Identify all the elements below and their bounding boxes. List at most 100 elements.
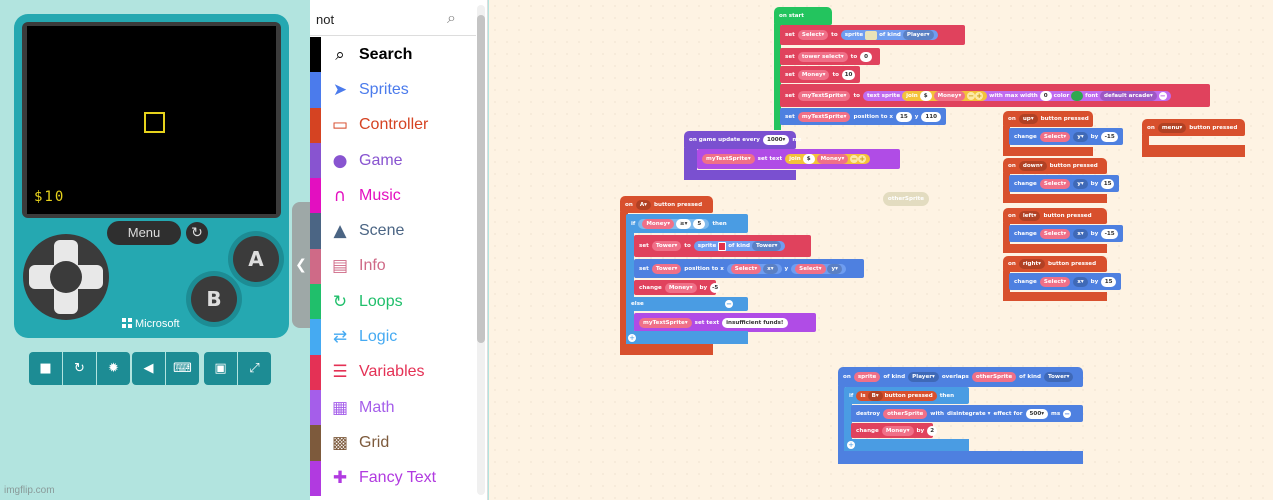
sprite-param[interactable]: sprite	[853, 372, 881, 382]
othersprite-reporter[interactable]: otherSprite	[883, 408, 928, 419]
on-left-pressed-block[interactable]: on left button pressed	[1003, 208, 1107, 224]
dpad[interactable]	[23, 234, 109, 320]
number-input[interactable]: 15	[1101, 178, 1114, 189]
on-down-pressed-block[interactable]: on down button pressed	[1003, 158, 1107, 174]
minus-icon[interactable]: −	[1158, 91, 1167, 100]
set-text-sprite-block[interactable]: set myTextSprite to text sprite join $ M…	[780, 84, 1210, 107]
compare-reporter[interactable]: Money ≥ 5	[638, 218, 710, 229]
font-dropdown[interactable]: default arcade	[1100, 90, 1157, 101]
var-dropdown[interactable]: myTextSprite	[639, 317, 692, 328]
prop-dropdown[interactable]: y	[1073, 178, 1088, 189]
button-dropdown[interactable]: right	[1018, 259, 1045, 269]
minus-icon[interactable]: −	[725, 300, 733, 308]
var-dropdown[interactable]: myTextSprite	[702, 154, 755, 164]
number-input[interactable]: 0	[1039, 90, 1052, 101]
category-logic[interactable]: ⇄Logic	[310, 319, 476, 355]
on-right-pressed-block[interactable]: on right button pressed	[1003, 256, 1107, 272]
button-dropdown[interactable]: menu	[1157, 122, 1187, 133]
collapse-simulator-handle[interactable]: ❮	[292, 202, 310, 328]
b-button[interactable]: B	[186, 271, 242, 327]
plus-icon[interactable]: +	[975, 91, 984, 100]
operator-dropdown[interactable]: ≥	[675, 218, 692, 229]
change-select-x-block[interactable]: change Select x by -15	[1009, 225, 1123, 242]
category-loops[interactable]: ↻Loops	[310, 284, 476, 320]
var-dropdown[interactable]: Tower	[651, 263, 682, 274]
is-pressed-reporter[interactable]: is B button pressed	[856, 390, 937, 401]
set-tower-select-block[interactable]: set tower select to 0	[780, 48, 880, 65]
toolbox-scrollbar[interactable]	[477, 5, 485, 495]
change-money-block[interactable]: change Money by 2	[851, 423, 938, 438]
category-music[interactable]: ∩Music	[310, 178, 476, 214]
othersprite-param[interactable]: otherSprite	[971, 372, 1017, 382]
button-dropdown[interactable]: up	[1018, 114, 1038, 124]
select-reporter[interactable]: Select	[795, 263, 826, 274]
set-tower-sprite-block[interactable]: set Tower to sprite of kind Tower	[634, 235, 811, 257]
kind-dropdown[interactable]: Player	[908, 372, 939, 382]
number-input[interactable]: 0	[860, 51, 873, 62]
image-swatch[interactable]	[718, 241, 727, 251]
set-position-block[interactable]: set myTextSprite position to x 15 y 110	[780, 108, 946, 125]
money-reporter[interactable]: Money	[816, 154, 849, 164]
blocks-workspace[interactable]: on start set Select to sprite of kind Pl…	[489, 0, 1273, 500]
var-dropdown[interactable]: Money	[881, 425, 914, 436]
text-sprite-reporter[interactable]: text sprite join $ Money −+ with max wid…	[862, 90, 1171, 101]
scrollbar-thumb[interactable]	[477, 15, 485, 343]
plus-icon[interactable]: +	[847, 441, 855, 449]
prop-dropdown[interactable]: x	[1073, 276, 1088, 287]
category-game[interactable]: ●Game	[310, 142, 476, 179]
join-reporter[interactable]: join $ Money −+	[902, 90, 988, 101]
prop-dropdown[interactable]: y	[827, 263, 842, 274]
debug-icon[interactable]: ✹	[97, 352, 130, 385]
sprite-reporter[interactable]: sprite of kind Tower	[693, 241, 786, 251]
change-select-y-block[interactable]: change Select y by 15	[1009, 175, 1119, 192]
on-start-block[interactable]: on start	[774, 7, 832, 25]
select-reporter[interactable]: Select	[730, 263, 762, 274]
category-controller[interactable]: ▭Controller	[310, 107, 476, 143]
on-game-update-block[interactable]: on game update every 1000 ms	[684, 131, 802, 149]
var-dropdown[interactable]: myTextSprite	[797, 90, 851, 101]
x-input[interactable]: 15	[895, 111, 912, 122]
plus-icon[interactable]: +	[858, 155, 867, 163]
game-screen[interactable]: $10	[27, 26, 276, 214]
effect-dropdown[interactable]: disintegrate	[947, 411, 990, 417]
button-dropdown[interactable]: A	[635, 199, 651, 210]
sprite-reporter[interactable]: sprite of kind Player	[840, 30, 938, 40]
color-swatch[interactable]	[1071, 90, 1084, 101]
var-dropdown[interactable]: tower select	[797, 51, 848, 62]
on-up-pressed-block[interactable]: on up button pressed	[1003, 111, 1093, 127]
number-input[interactable]: -15	[1101, 131, 1118, 142]
prop-dropdown[interactable]: x	[1073, 228, 1088, 239]
search-input[interactable]	[316, 6, 446, 32]
button-dropdown[interactable]: left	[1018, 211, 1041, 221]
select-y-reporter[interactable]: Select y	[791, 263, 846, 274]
destroy-block[interactable]: destroy otherSprite with disintegrate ef…	[851, 405, 1083, 422]
button-dropdown[interactable]: B	[867, 390, 883, 401]
category-sprites[interactable]: ➤Sprites	[310, 72, 476, 108]
var-dropdown[interactable]: Select	[797, 30, 829, 40]
a-button[interactable]: A	[228, 231, 284, 287]
set-money-block[interactable]: set Money to 10	[780, 66, 860, 83]
minus-icon[interactable]: −	[850, 155, 859, 163]
category-search[interactable]: ⌕Search	[310, 37, 476, 73]
button-dropdown[interactable]: down	[1018, 161, 1047, 171]
prop-dropdown[interactable]: x	[763, 263, 778, 274]
number-input[interactable]: -15	[1101, 228, 1118, 239]
string-input[interactable]: insufficient funds!	[722, 317, 788, 328]
minus-icon[interactable]: −	[967, 91, 976, 100]
set-select-block[interactable]: set Select to sprite of kind Player	[780, 25, 965, 45]
prop-dropdown[interactable]: y	[1073, 131, 1088, 142]
screenshot-icon[interactable]: ▣	[204, 352, 237, 385]
y-input[interactable]: 110	[921, 111, 941, 122]
restart-icon[interactable]: ↻	[63, 352, 96, 385]
kind-dropdown[interactable]: Player	[902, 30, 934, 40]
var-dropdown[interactable]: Tower	[651, 241, 682, 251]
else-block[interactable]: else −	[626, 297, 748, 311]
search-icon[interactable]: ⌕	[447, 8, 456, 27]
select-x-reporter[interactable]: Select x	[726, 263, 782, 274]
string-input[interactable]: $	[919, 90, 932, 101]
interval-dropdown[interactable]: 1000	[762, 135, 790, 145]
set-text-insufficient-block[interactable]: myTextSprite set text insufficient funds…	[634, 313, 816, 332]
keyboard-icon[interactable]: ⌨	[166, 352, 199, 385]
category-math[interactable]: ▦Math	[310, 389, 476, 426]
money-reporter[interactable]: Money	[642, 218, 675, 229]
